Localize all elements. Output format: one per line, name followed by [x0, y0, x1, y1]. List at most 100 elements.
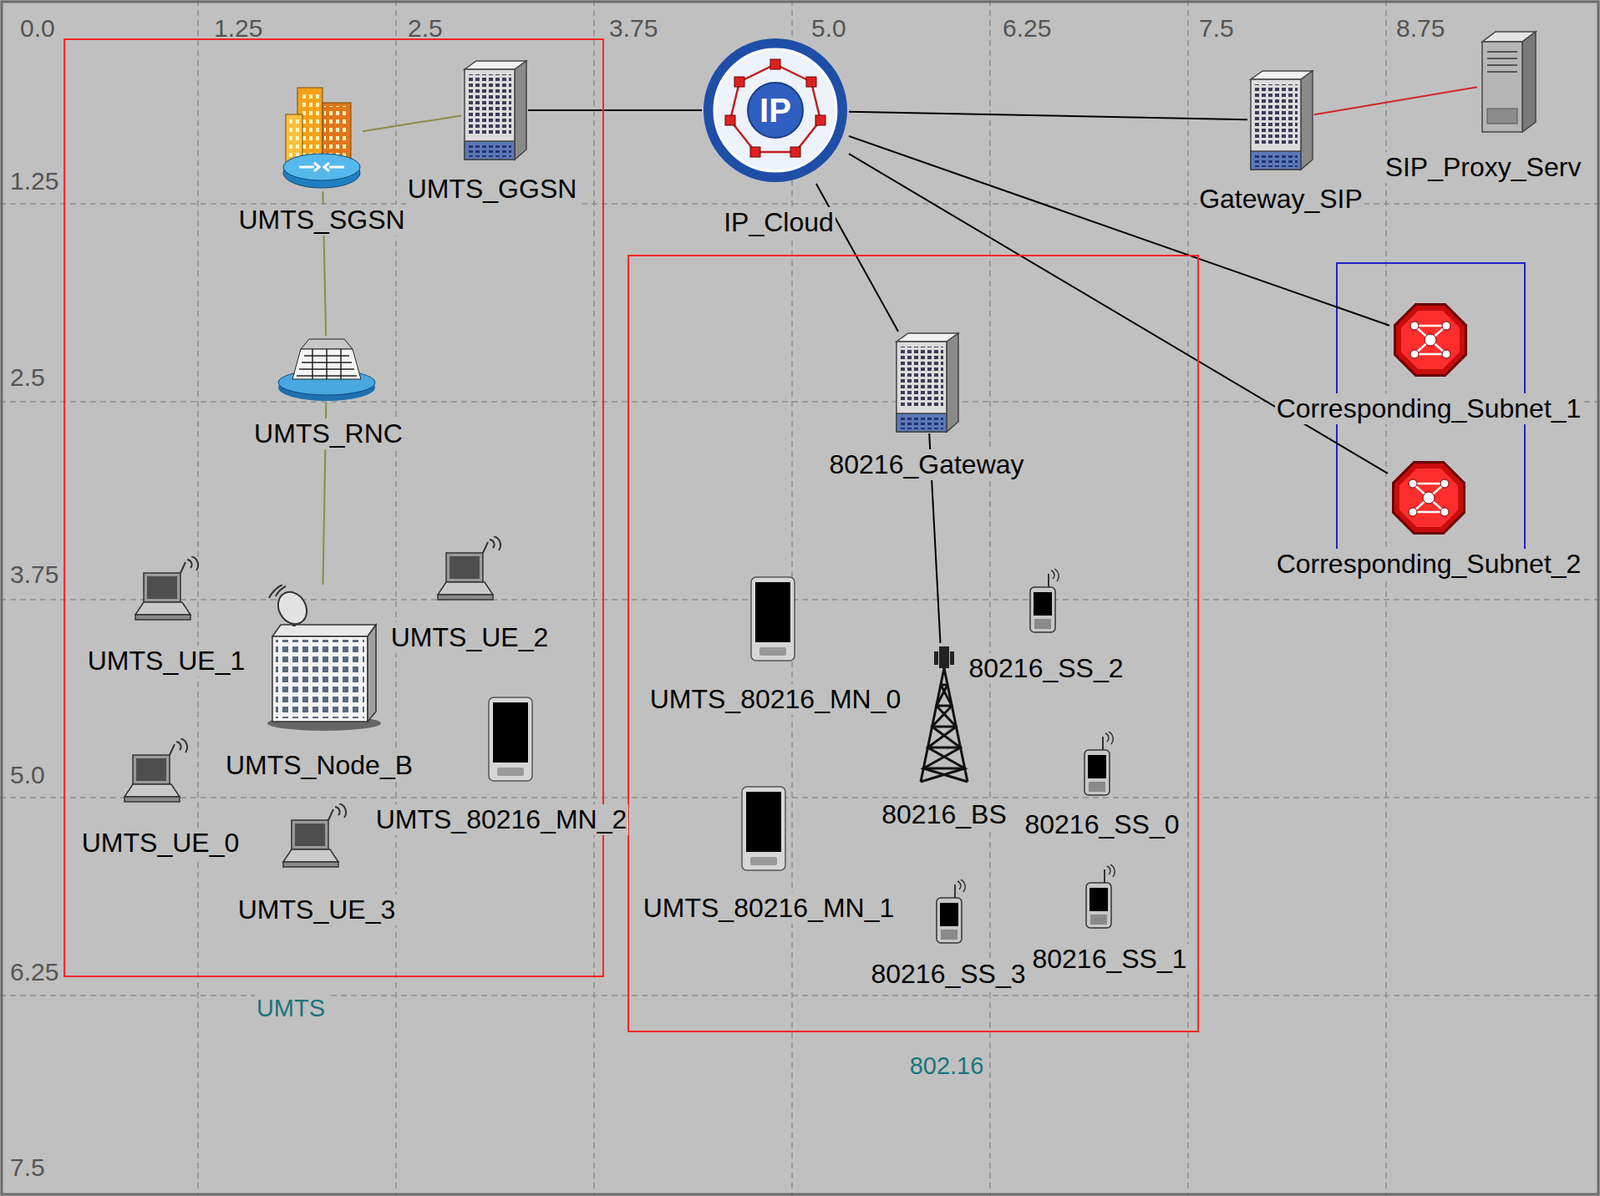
- device-label: 80216_SS_1: [1030, 944, 1189, 976]
- pda-icon: [751, 577, 795, 661]
- pda-icon: [488, 697, 533, 782]
- region-label: 802.16: [908, 1051, 986, 1081]
- device-label: UMTS_SGSN: [236, 204, 407, 236]
- tower-icon: [920, 646, 968, 783]
- device-label: 80216_SS_0: [1022, 809, 1181, 841]
- ggsn-icon: [464, 60, 527, 160]
- device-label: UMTS_UE_3: [236, 894, 398, 926]
- axis-tick: 7.5: [10, 1153, 46, 1183]
- grid-line: [197, 0, 199, 1196]
- network-device: Corresponding_Subnet_2: [1387, 457, 1470, 539]
- ip-cloud-icon: [708, 43, 843, 178]
- laptop-icon: [283, 803, 346, 868]
- device-label: Corresponding_Subnet_2: [1274, 548, 1584, 580]
- axis-tick: 1.25: [10, 167, 59, 196]
- phone-icon: [1086, 864, 1115, 929]
- device-label: UMTS_RNC: [252, 418, 405, 450]
- device-label: UMTS_80216_MN_2: [374, 804, 630, 836]
- rnc-icon: [278, 339, 376, 402]
- device-label: 80216_BS: [879, 799, 1008, 831]
- grid-line: [395, 0, 397, 1196]
- network-device: UMTS_UE_1: [133, 556, 205, 628]
- axis-tick: 6.25: [1002, 14, 1052, 43]
- laptop-icon: [124, 738, 188, 803]
- network-device: UMTS_80216_MN_0: [747, 575, 798, 663]
- network-link: [848, 153, 1388, 474]
- network-region: 802.1680216_GatewayUMTS_80216_MN_080216_…: [627, 254, 1199, 1033]
- nodeb-icon: [267, 584, 381, 732]
- axis-tick: 5.0: [811, 14, 847, 43]
- pda-icon: [741, 787, 786, 871]
- sgsn-icon: [283, 87, 361, 188]
- server-icon: [1482, 31, 1536, 133]
- device-label: UMTS_UE_0: [80, 827, 242, 859]
- network-link: [848, 136, 1390, 326]
- laptop-icon: [135, 556, 199, 620]
- device-label: 80216_Gateway: [827, 449, 1026, 481]
- device-label: UMTS_Node_B: [223, 750, 415, 782]
- network-device: 80216_Gateway: [893, 331, 960, 434]
- network-device: 80216_SS_1: [1079, 864, 1118, 932]
- axis-tick: 2.5: [10, 363, 46, 392]
- axis-tick: 8.75: [1396, 14, 1445, 43]
- grid-line: [1187, 0, 1189, 1196]
- network-device: Corresponding_Subnet_1: [1389, 299, 1472, 381]
- grid-line: [593, 0, 595, 1196]
- network-device: 80216_SS_2: [1023, 568, 1062, 636]
- phone-icon: [1030, 568, 1059, 633]
- network-device: IPIP_Cloud: [701, 36, 849, 184]
- network-device: Gateway_SIP: [1247, 69, 1315, 172]
- network-device: UMTS_RNC: [275, 335, 378, 403]
- network-device: UMTS_UE_3: [281, 803, 353, 875]
- network-device: 80216_SS_0: [1077, 731, 1117, 799]
- grid-line: [989, 0, 991, 1196]
- axis-tick: 5.0: [10, 761, 46, 790]
- grid-line: [0, 797, 1600, 799]
- axis-tick: 3.75: [10, 560, 59, 590]
- subnet-icon: [1395, 304, 1467, 376]
- laptop-icon: [437, 536, 501, 600]
- phone-icon: [1084, 731, 1113, 796]
- device-label: 80216_SS_2: [966, 653, 1125, 685]
- network-device: UMTS_UE_2: [436, 536, 508, 608]
- axis-tick: 3.75: [609, 14, 658, 43]
- device-label: UMTS_GGSN: [406, 173, 580, 205]
- network-link: [528, 109, 702, 112]
- cloud-text: IP: [759, 91, 792, 129]
- axis-tick: 6.25: [10, 958, 59, 987]
- gateway-icon: [896, 333, 959, 432]
- network-device: UMTS_UE_0: [122, 738, 194, 810]
- grid-line: [0, 599, 1600, 601]
- gateway-icon: [1250, 71, 1313, 170]
- device-label: UMTS_80216_MN_0: [648, 684, 904, 716]
- network-device: UMTS_SGSN: [280, 84, 363, 192]
- network-device: UMTS_GGSN: [461, 59, 529, 162]
- network-device: UMTS_80216_MN_1: [738, 785, 789, 873]
- network-device: SIP_Proxy_Serv: [1477, 28, 1540, 136]
- device-label: UMTS_80216_MN_1: [641, 893, 897, 925]
- subnet-icon: [1393, 462, 1465, 534]
- network-device: UMTS_80216_MN_2: [485, 695, 536, 783]
- device-label: IP_Cloud: [721, 207, 836, 239]
- network-device: 80216_BS: [905, 643, 983, 786]
- device-label: 80216_SS_3: [868, 959, 1027, 991]
- network-device: 80216_SS_3: [929, 879, 969, 947]
- device-label: SIP_Proxy_Serv: [1383, 152, 1584, 183]
- region-label: UMTS: [254, 994, 327, 1023]
- device-label: Gateway_SIP: [1197, 183, 1365, 215]
- network-link: [362, 115, 462, 132]
- device-label: UMTS_UE_2: [389, 622, 551, 654]
- device-label: Corresponding_Subnet_1: [1274, 393, 1584, 425]
- axis-tick: 7.5: [1198, 14, 1235, 43]
- phone-icon: [936, 879, 966, 944]
- device-label: UMTS_UE_1: [86, 645, 248, 677]
- grid-line: [0, 995, 1600, 997]
- network-device: UMTS_Node_B: [260, 584, 383, 733]
- network-link: [848, 111, 1248, 121]
